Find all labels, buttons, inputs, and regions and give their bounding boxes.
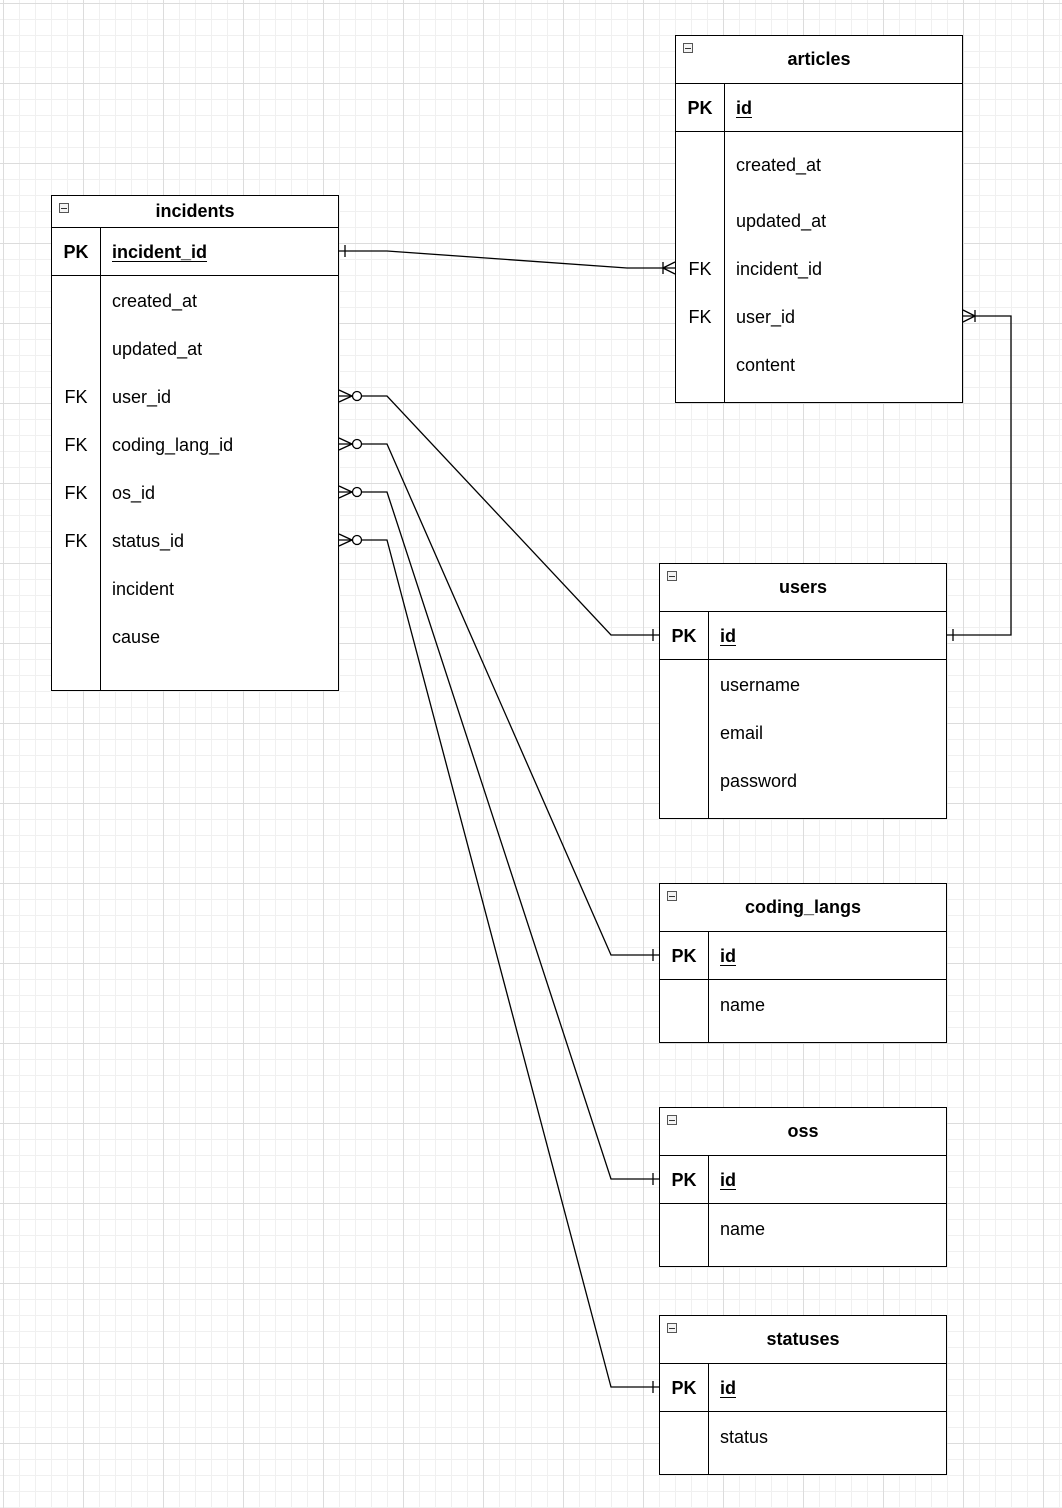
key-label: FK: [688, 259, 712, 279]
primary-key-field[interactable]: id: [736, 98, 752, 118]
primary-key-row[interactable]: [660, 1156, 946, 1204]
field-incident[interactable]: incident: [112, 579, 175, 599]
entity-title: incidents: [52, 196, 338, 228]
field-username[interactable]: username: [720, 675, 801, 695]
crows-foot-mark: [338, 533, 353, 541]
primary-key-row[interactable]: [660, 1364, 946, 1412]
field-name[interactable]: name: [720, 995, 766, 1015]
field-password[interactable]: password: [720, 771, 798, 791]
relationship-line: [947, 315, 1012, 636]
entity-title: statuses: [660, 1316, 946, 1364]
cardinality-zero-mark: [351, 438, 363, 450]
key-label: PK: [671, 946, 697, 966]
key-label: FK: [64, 435, 88, 455]
entity-name: users: [778, 577, 828, 597]
key-label: FK: [64, 483, 88, 503]
entity-title: oss: [660, 1108, 946, 1156]
field-cause[interactable]: cause: [112, 627, 161, 647]
field-created-at[interactable]: created_at: [736, 155, 822, 175]
crows-foot-mark: [338, 395, 353, 403]
entity-name: coding_langs: [744, 897, 861, 917]
primary-key-field[interactable]: id: [720, 1378, 736, 1398]
key-label: FK: [64, 531, 88, 551]
collapse-icon[interactable]: [667, 1323, 677, 1333]
key-label: PK: [671, 1170, 697, 1190]
key-label: FK: [64, 387, 88, 407]
primary-key-row[interactable]: [52, 228, 338, 276]
crows-foot-mark: [662, 261, 676, 269]
crows-foot-mark: [338, 437, 353, 445]
key-label: PK: [63, 242, 89, 262]
collapse-icon[interactable]: [667, 1115, 677, 1125]
relationship-line: [339, 250, 675, 269]
key-label: PK: [671, 626, 697, 646]
column-divider: [708, 612, 709, 818]
field-created-at[interactable]: created_at: [112, 291, 198, 311]
cardinality-zero-mark: [351, 534, 363, 546]
field-coding-lang-id[interactable]: coding_lang_id: [112, 435, 234, 455]
field-user-id[interactable]: user_id: [112, 387, 172, 407]
entity-name: incidents: [155, 201, 235, 221]
relationship-line: [339, 395, 659, 636]
field-content[interactable]: content: [736, 355, 796, 375]
crows-foot-mark: [338, 443, 353, 451]
primary-key-row[interactable]: [660, 612, 946, 660]
relationship-line: [339, 491, 659, 1180]
collapse-icon[interactable]: [667, 571, 677, 581]
crows-foot-mark: [662, 267, 676, 275]
primary-key-row[interactable]: [660, 932, 946, 980]
field-os-id[interactable]: os_id: [112, 483, 156, 503]
key-label: PK: [687, 98, 713, 118]
column-divider: [100, 228, 101, 690]
crows-foot-mark: [338, 539, 353, 547]
crows-foot-mark: [338, 491, 353, 499]
entity-name: articles: [787, 49, 851, 69]
field-updated-at[interactable]: updated_at: [736, 211, 827, 231]
primary-key-field[interactable]: incident_id: [112, 242, 208, 262]
entity-name: oss: [787, 1121, 819, 1141]
column-divider: [724, 84, 725, 402]
field-status-id[interactable]: status_id: [112, 531, 185, 551]
collapse-icon[interactable]: [667, 891, 677, 901]
cardinality-zero-mark: [351, 390, 363, 402]
key-label: FK: [688, 307, 712, 327]
key-label: PK: [671, 1378, 697, 1398]
column-divider: [708, 1364, 709, 1474]
entity-title: coding_langs: [660, 884, 946, 932]
field-email[interactable]: email: [720, 723, 764, 743]
relationship-line: [339, 539, 659, 1388]
column-divider: [708, 932, 709, 1042]
crows-foot-mark: [962, 309, 976, 317]
primary-key-field[interactable]: id: [720, 626, 736, 646]
crows-foot-mark: [962, 315, 976, 323]
cardinality-zero-mark: [351, 486, 363, 498]
entity-name: statuses: [766, 1329, 840, 1349]
field-incident-id[interactable]: incident_id: [736, 259, 823, 279]
relationship-line: [339, 443, 659, 956]
collapse-icon[interactable]: [683, 43, 693, 53]
entity-title: users: [660, 564, 946, 612]
field-name[interactable]: name: [720, 1219, 766, 1239]
field-status[interactable]: status: [720, 1427, 769, 1447]
primary-key-row[interactable]: [676, 84, 962, 132]
primary-key-field[interactable]: id: [720, 946, 736, 966]
column-divider: [708, 1156, 709, 1266]
collapse-icon[interactable]: [59, 203, 69, 213]
crows-foot-mark: [338, 389, 353, 397]
field-user-id[interactable]: user_id: [736, 307, 796, 327]
field-updated-at[interactable]: updated_at: [112, 339, 203, 359]
entity-title: articles: [676, 36, 962, 84]
crows-foot-mark: [338, 485, 353, 493]
primary-key-field[interactable]: id: [720, 1170, 736, 1190]
